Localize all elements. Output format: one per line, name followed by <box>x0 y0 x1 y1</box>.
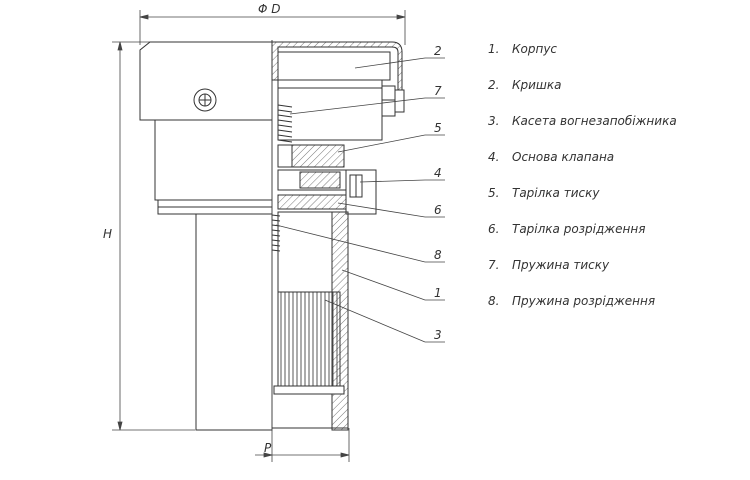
legend-number: 7. <box>488 258 500 272</box>
legend-number: 2. <box>488 78 500 92</box>
pressure-plate <box>277 144 345 168</box>
valve-base <box>277 169 377 215</box>
legend-item: 1. Корпус <box>488 42 738 78</box>
position-dimension <box>255 428 350 462</box>
callout-3: 3 <box>434 328 442 342</box>
legend-number: 8. <box>488 294 500 308</box>
callout-8: 8 <box>434 248 442 262</box>
legend-number: 5. <box>488 186 500 200</box>
legend-number: 6. <box>488 222 500 236</box>
legend-number: 4. <box>488 150 500 164</box>
pressure-spring <box>277 104 293 143</box>
screw-icon <box>193 88 217 112</box>
callout-1: 1 <box>434 286 442 300</box>
legend-label: Основа клапана <box>512 150 615 164</box>
legend-item: 5. Тарілка тиску <box>488 186 738 222</box>
callout-4: 4 <box>434 166 442 180</box>
diameter-dimension <box>139 10 406 45</box>
legend-item: 6. Тарілка розрідження <box>488 222 738 258</box>
legend-label: Пружина розрідження <box>512 294 656 308</box>
legend-number: 1. <box>488 42 500 56</box>
legend-item: 4. Основа клапана <box>488 150 738 186</box>
height-label: H <box>103 227 112 241</box>
legend-label: Пружина тиску <box>512 258 610 272</box>
legend-number: 3. <box>488 114 500 128</box>
legend-item: 7. Пружина тиску <box>488 258 738 294</box>
parts-legend: 1. Корпус 2. Кришка 3. Касета вогнезапоб… <box>488 42 738 330</box>
valve-housing-top <box>277 79 383 141</box>
legend-label: Корпус <box>512 42 558 56</box>
exterior-view <box>139 41 273 431</box>
position-label: P <box>264 441 272 455</box>
callout-2: 2 <box>434 44 442 58</box>
flame-arrester-cassette <box>273 291 345 395</box>
legend-item: 8. Пружина розрідження <box>488 294 738 330</box>
leader-lines <box>275 57 445 343</box>
callout-6: 6 <box>434 203 442 217</box>
legend-item: 3. Касета вогнезапобіжника <box>488 114 738 150</box>
legend-item: 2. Кришка <box>488 78 738 114</box>
legend-label: Касета вогнезапобіжника <box>512 114 677 128</box>
height-dimension <box>112 41 195 431</box>
diameter-label: Φ D <box>258 2 281 16</box>
callout-5: 5 <box>434 121 442 135</box>
callout-7: 7 <box>434 84 442 98</box>
legend-label: Тарілка тиску <box>512 186 600 200</box>
legend-label: Кришка <box>512 78 562 92</box>
vacuum-plate <box>277 194 347 210</box>
legend-label: Тарілка розрідження <box>512 222 646 236</box>
